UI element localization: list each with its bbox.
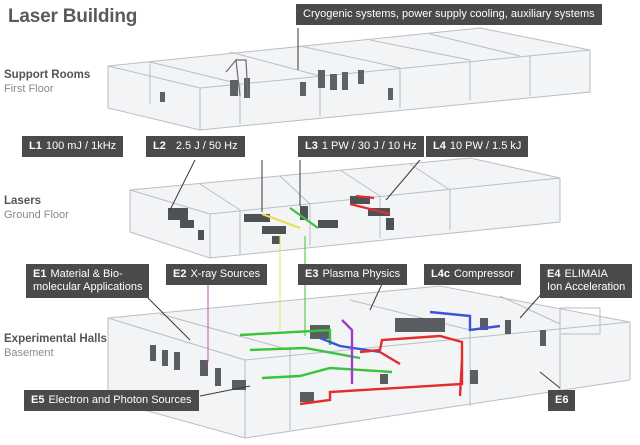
laser-tag-l2: L2 2.5 J / 50 Hz	[146, 136, 245, 157]
hall-name: Material & Bio-	[50, 268, 123, 280]
hall-name-line2: molecular Applications	[33, 281, 143, 293]
support-floor	[107, 27, 591, 131]
laser-spec: 100 mJ / 1kHz	[45, 140, 117, 152]
laser-id: L3	[305, 140, 318, 152]
floor-level: Ground Floor	[4, 209, 69, 221]
hall-id: E2	[173, 268, 187, 280]
laser-spec: 1 PW / 30 J / 10 Hz	[321, 140, 417, 152]
floor-label-basement: Experimental Halls Basement	[4, 332, 107, 360]
page-title: Laser Building	[8, 6, 138, 27]
hall-id: E5	[31, 394, 45, 406]
hall-id: E1	[33, 268, 47, 280]
hall-name-line2: Ion Acceleration	[547, 281, 626, 293]
hall-id: E3	[305, 268, 319, 280]
floor-level: First Floor	[4, 83, 54, 95]
floor-label-lasers: Lasers Ground Floor	[4, 194, 69, 222]
floor-name: Experimental Halls	[4, 333, 107, 345]
support-systems-text: Cryogenic systems, power supply cooling,…	[303, 8, 595, 20]
hall-name: Plasma Physics	[322, 268, 401, 280]
laser-id: L2	[153, 140, 166, 152]
basement-floor	[107, 285, 631, 439]
laser-floor	[129, 157, 561, 259]
laser-spec: 2.5 J / 50 Hz	[175, 140, 238, 152]
laser-id: L4	[433, 140, 446, 152]
floor-name: Support Rooms	[4, 69, 91, 81]
hall-id: E6	[555, 394, 569, 406]
basement-equipment	[150, 318, 546, 402]
leader-lines	[147, 28, 561, 397]
hall-name: Electron and Photon Sources	[48, 394, 192, 406]
basement-beams	[239, 310, 501, 406]
laser-spec: 10 PW / 1.5 kJ	[449, 140, 522, 152]
floor-name: Lasers	[4, 195, 42, 207]
laser-id: L1	[29, 140, 42, 152]
floor-label-support: Support Rooms First Floor	[4, 68, 90, 96]
hall-id: L4c	[431, 268, 450, 280]
hall-name: ELIMAIA	[564, 268, 608, 280]
hall-name: Compressor	[453, 268, 514, 280]
hall-name: X-ray Sources	[190, 268, 261, 280]
support-systems-tag: Cryogenic systems, power supply cooling,…	[296, 4, 602, 25]
hall-id: E4	[547, 268, 561, 280]
floor-level: Basement	[4, 347, 54, 359]
support-pipes	[225, 58, 249, 99]
hall-tag-e6: E6	[548, 390, 576, 411]
laser-beams	[261, 194, 391, 230]
